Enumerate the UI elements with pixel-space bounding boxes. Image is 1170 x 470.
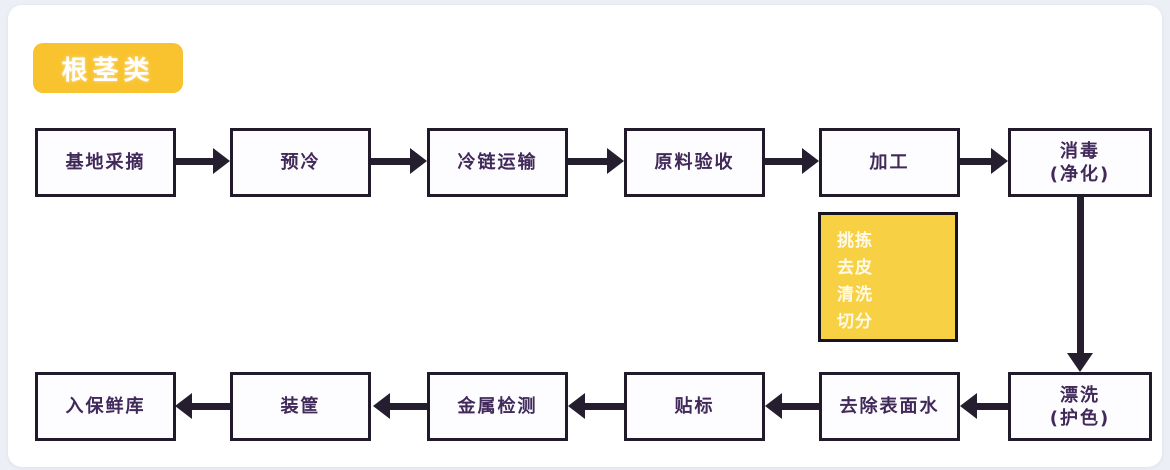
arrow-right-icon xyxy=(765,148,819,174)
step-rinsing: 漂洗 (护色) xyxy=(1008,372,1152,441)
step-labeling: 贴标 xyxy=(624,372,765,441)
arrow-left-icon xyxy=(960,393,1008,419)
step-disinfection: 消毒 (净化) xyxy=(1008,128,1152,197)
note-line: 清洗 xyxy=(837,285,873,305)
step-base-picking: 基地采摘 xyxy=(35,128,176,197)
step-pre-cooling: 预冷 xyxy=(230,128,371,197)
arrow-left-icon xyxy=(568,393,624,419)
category-badge: 根茎类 xyxy=(33,43,183,93)
arrow-right-icon xyxy=(960,148,1008,174)
note-line: 去皮 xyxy=(837,258,873,278)
step-cold-chain-transport: 冷链运输 xyxy=(427,128,568,197)
processing-note: 挑拣 去皮 清洗 切分 xyxy=(818,212,958,342)
flowchart-card: 根茎类 基地采摘 预冷 冷链运输 原料验收 加工 消毒 (净化) 挑拣 去皮 清… xyxy=(8,5,1162,467)
arrow-down-icon xyxy=(1067,197,1094,372)
step-processing: 加工 xyxy=(819,128,960,197)
step-metal-detection: 金属检测 xyxy=(427,372,568,441)
step-fresh-storage: 入保鲜库 xyxy=(35,372,176,441)
note-line: 切分 xyxy=(837,312,873,332)
arrow-right-icon xyxy=(371,148,427,174)
arrow-left-icon xyxy=(765,393,819,419)
arrow-right-icon xyxy=(176,148,230,174)
arrow-left-icon xyxy=(175,393,230,419)
step-raw-material-acceptance: 原料验收 xyxy=(624,128,765,197)
arrow-left-icon xyxy=(373,393,427,419)
step-surface-water-removal: 去除表面水 xyxy=(819,372,960,441)
arrow-right-icon xyxy=(568,148,624,174)
step-crating: 装筐 xyxy=(230,372,371,441)
note-line: 挑拣 xyxy=(837,231,873,251)
